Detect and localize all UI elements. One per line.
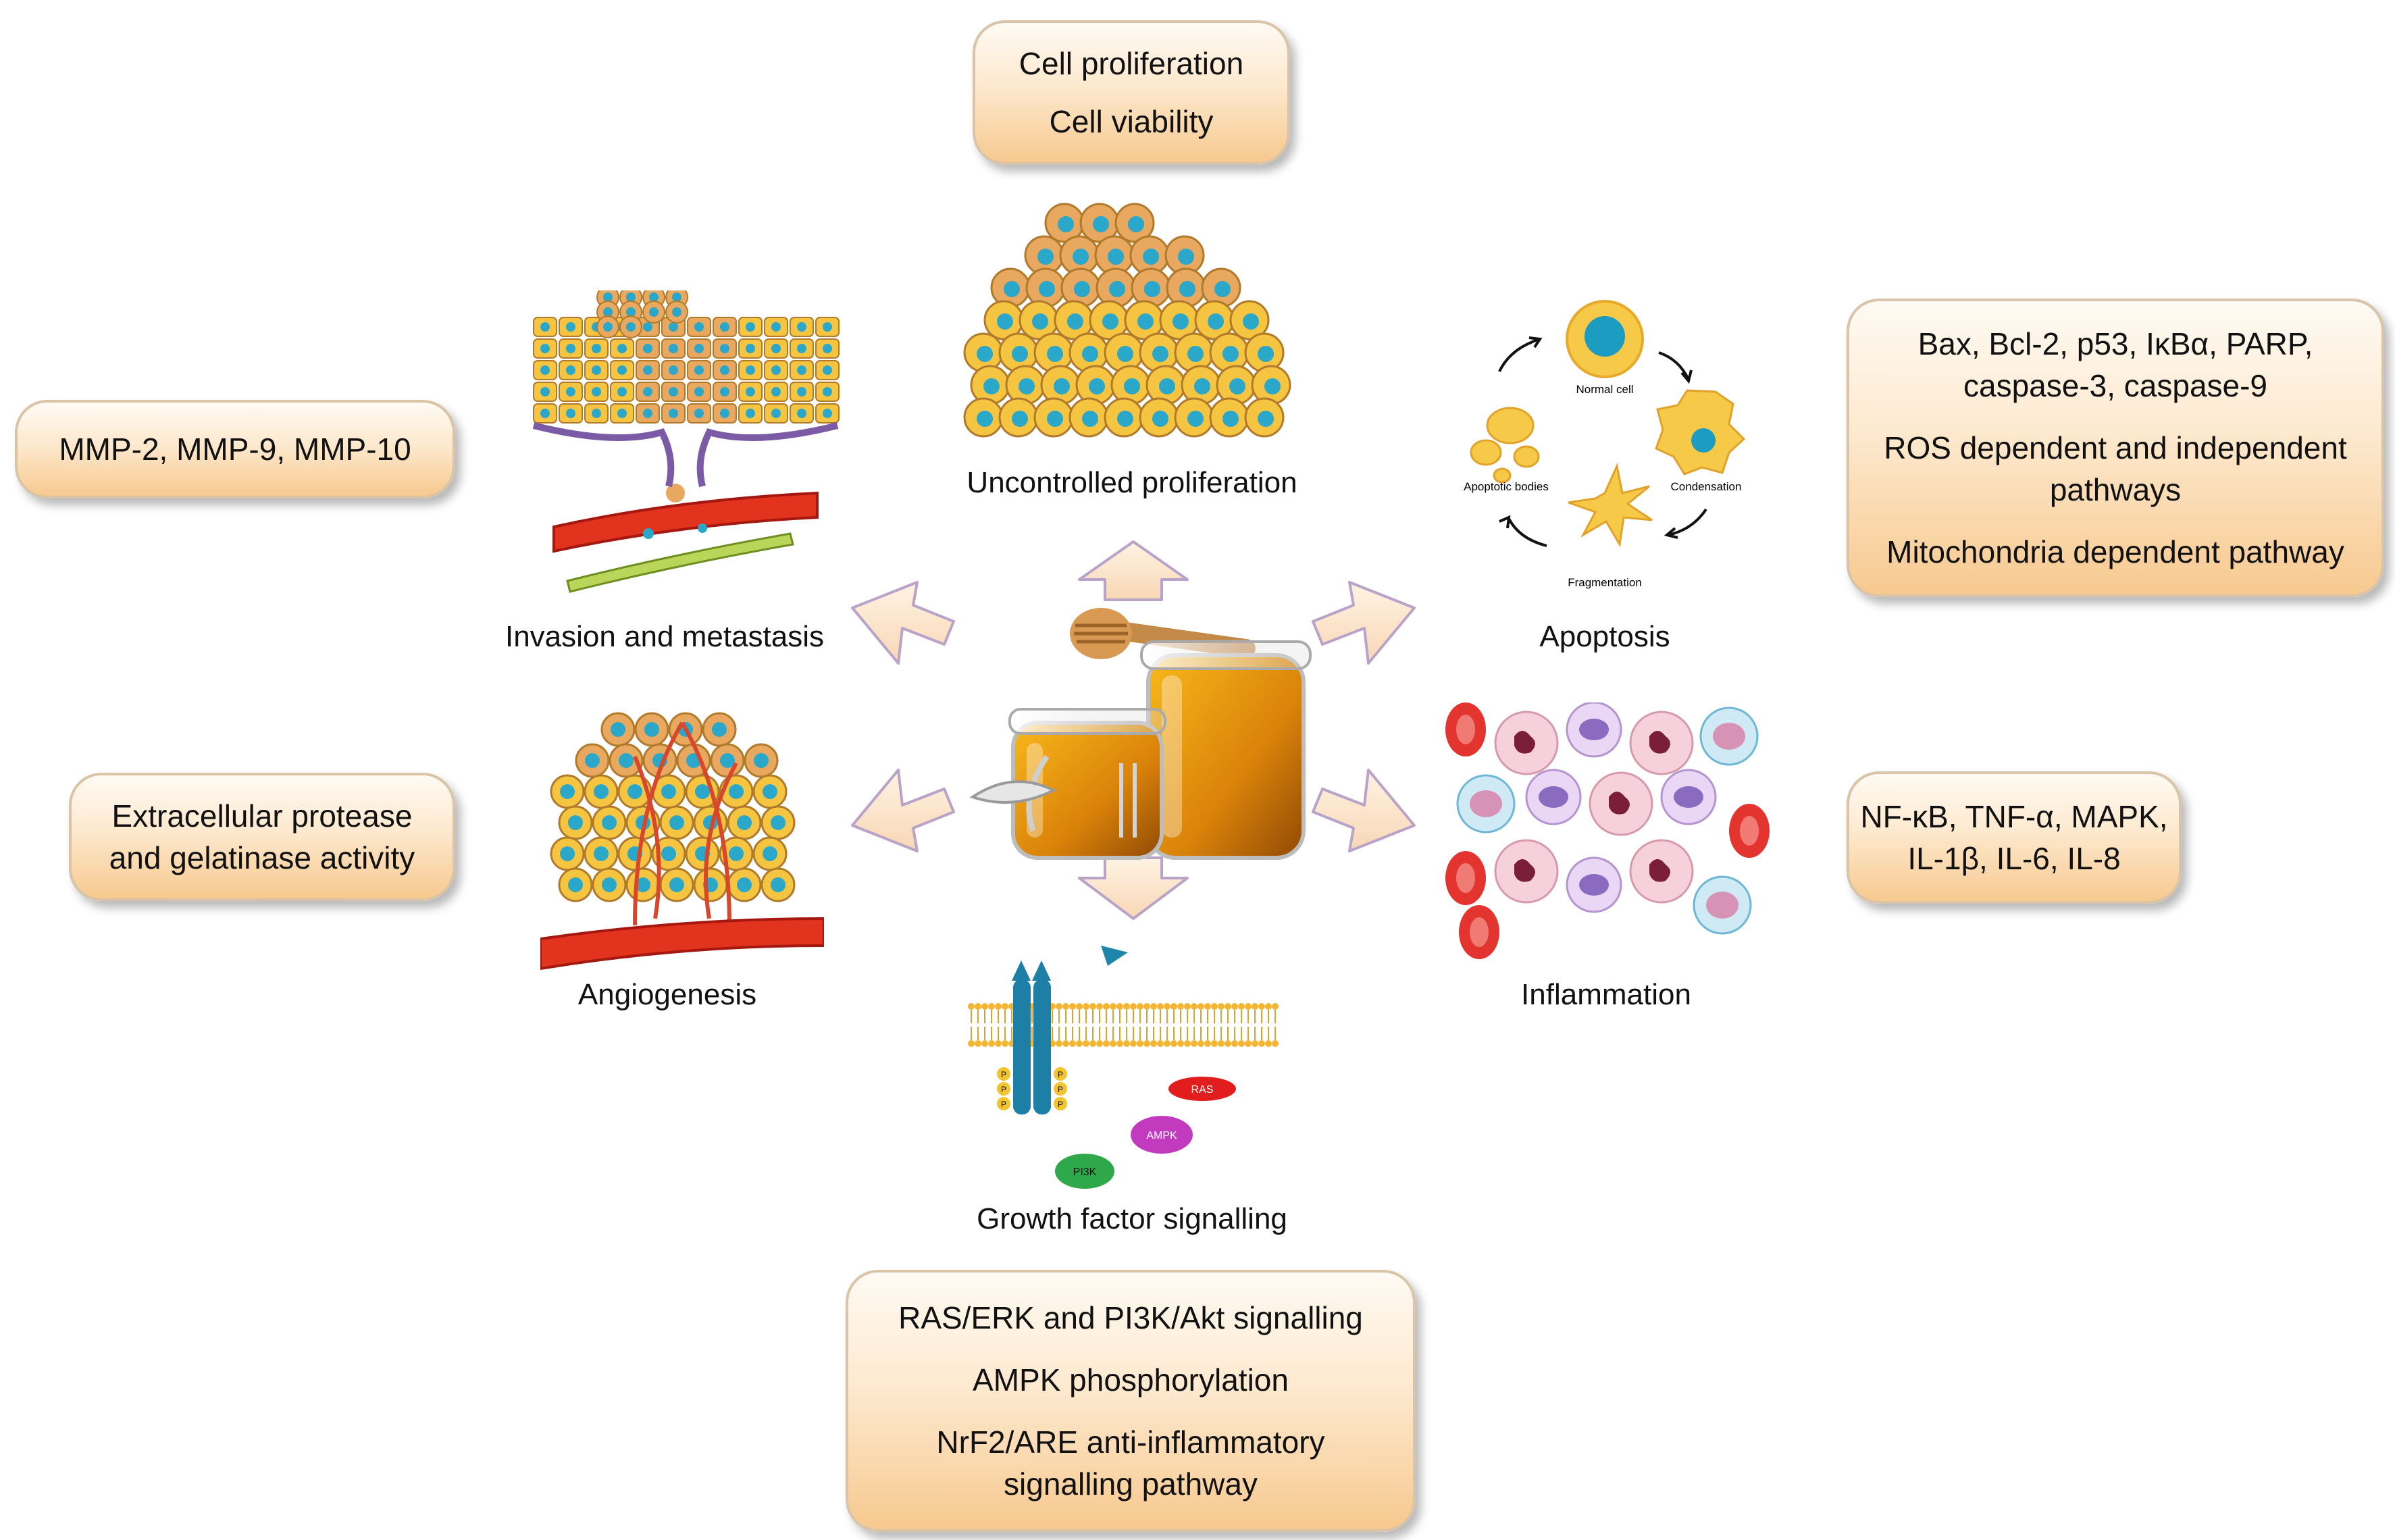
cell [1209,397,1250,438]
apoptosis-cycle-illustration: Normal cell Condensation Fragmentation A… [1464,300,1746,589]
caption-uncontrolled-proliferation: Uncontrolled proliferation [967,466,1297,499]
cell [1201,267,1241,308]
box-line: Bax, Bcl-2, p53, IκBα, PARP, [1917,326,2313,361]
cell [998,332,1039,373]
box-line: signalling pathway [1004,1466,1258,1502]
ras-label: RAS [1191,1084,1214,1096]
arrow-up [1078,540,1189,601]
svg-text:P: P [1001,1070,1006,1079]
cell [1075,365,1116,405]
cell [1033,332,1074,373]
svg-text:P: P [1058,1070,1063,1079]
cell [1025,267,1066,308]
cell [998,397,1039,438]
cell [1244,397,1285,438]
cell [963,332,1004,373]
caption-growth-factor-signalling: Growth factor signalling [977,1202,1287,1235]
box-line: and gelatinase activity [109,840,415,875]
signalling-pathways-box: RAS/ERK and PI3K/Akt signalling AMPK pho… [846,1270,1416,1532]
svg-text:P: P [1058,1100,1063,1109]
box-line: IL-1β, IL-6, IL-8 [1907,841,2121,876]
box-line: Mitochondria dependent pathway [1886,534,2344,569]
caption-invasion-metastasis: Invasion and metastasis [505,620,825,653]
arrow-lower-left [851,769,955,852]
cell [1174,332,1214,373]
apoptosis-fragmentation-label: Fragmentation [1568,576,1642,589]
ampk-label: AMPK [1146,1130,1177,1141]
cell [1174,397,1214,438]
pi3k-label: PI3K [1073,1166,1097,1178]
apoptosis-bodies-label: Apoptotic bodies [1464,480,1549,493]
angiogenesis-illustration [540,712,824,971]
box-line: NrF2/ARE anti-inflammatory [936,1424,1325,1460]
cell [1033,397,1074,438]
cell [1040,365,1081,405]
cell [1181,365,1221,405]
svg-text:P: P [1001,1085,1006,1094]
cell [1060,267,1101,308]
arrow-lower-right [1312,769,1416,852]
cell [1096,267,1136,308]
cell [1054,300,1094,340]
box-line: Cell proliferation [1019,46,1244,81]
invasion-metastasis-illustration [532,290,840,593]
cell [1251,365,1291,405]
cell [963,397,1004,438]
cell [1005,365,1046,405]
cell [1131,267,1171,308]
cell [1145,365,1186,405]
cell [1068,332,1109,373]
cell [1110,365,1151,405]
box-line: Cell viability [1049,104,1214,139]
box-line: NF-κB, TNF-α, MAPK, [1860,799,2168,834]
inflammation-markers-box: NF-κB, TNF-α, MAPK, IL-1β, IL-6, IL-8 [1847,771,2182,904]
cell [1104,332,1144,373]
cell [1104,397,1144,438]
cell [1209,332,1250,373]
proliferating-cells-illustration [963,203,1291,438]
cell [1019,300,1059,340]
cell [1166,267,1206,308]
cell [1068,397,1109,438]
cell [1139,332,1179,373]
cell-proliferation-box: Cell proliferation Cell viability [973,20,1290,165]
box-line: RAS/ERK and PI3K/Akt signalling [898,1300,1363,1335]
honey-jar-icon [969,608,1312,860]
arrow-down [1078,856,1189,920]
cell [1114,203,1155,243]
apoptosis-condensation-label: Condensation [1671,480,1742,493]
box-line: pathways [2049,472,2182,507]
cell [983,300,1024,340]
box-line: caspase-3, caspase-9 [1963,368,2268,403]
caption-angiogenesis: Angiogenesis [577,978,757,1011]
cell [1139,397,1179,438]
cell [1244,332,1285,373]
box-line: MMP-2, MMP-9, MMP-10 [59,432,411,467]
box-line: ROS dependent and independent [1884,430,2347,465]
cell [990,267,1031,308]
svg-text:P: P [1058,1085,1063,1094]
cell [970,365,1010,405]
caption-inflammation: Inflammation [1521,978,1691,1011]
cell [1229,300,1270,340]
arrow-upper-left [851,581,955,665]
box-line: Extracellular protease [111,798,413,833]
box-line: AMPK phosphorylation [973,1362,1289,1397]
cell [1216,365,1256,405]
svg-text:P: P [1001,1100,1006,1109]
protease-box: Extracellular protease and gelatinase ac… [69,773,455,901]
inflammation-illustration [1445,702,1770,959]
caption-apoptosis: Apoptosis [1539,620,1670,653]
arrow-upper-right [1312,581,1416,665]
mmp-box: MMP-2, MMP-9, MMP-10 [15,400,455,498]
apoptosis-markers-box: Bax, Bcl-2, p53, IκBα, PARP, caspase-3, … [1847,299,2384,597]
apoptosis-normal-cell-label: Normal cell [1576,383,1633,396]
